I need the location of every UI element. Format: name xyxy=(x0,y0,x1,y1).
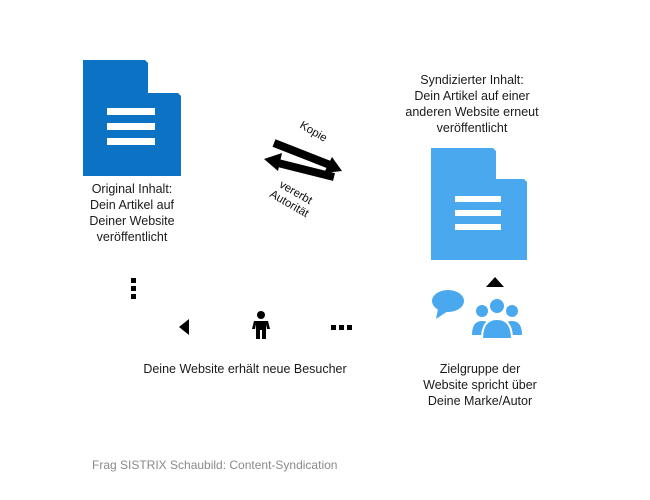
vertical-dots-icon xyxy=(131,278,137,300)
audience-group-icon xyxy=(432,289,524,339)
left-arrow-icon xyxy=(179,319,189,335)
syndicated-document-icon xyxy=(431,148,527,260)
authority-arrow-icon xyxy=(264,153,335,181)
original-content-label: Original Inhalt: Dein Artikel auf Deiner… xyxy=(89,182,175,244)
copy-arrow-icon xyxy=(272,139,342,173)
exchange-arrows xyxy=(258,135,348,205)
speech-bubble-icon xyxy=(432,290,464,319)
horizontal-dots-icon xyxy=(331,325,353,331)
diagram-caption: Frag SISTRIX Schaubild: Content-Syndicat… xyxy=(92,458,338,472)
audience-label: Zielgruppe der Website spricht über Dein… xyxy=(423,362,537,408)
up-arrow-icon xyxy=(486,277,504,287)
original-document-icon xyxy=(83,60,181,176)
person-icon xyxy=(251,311,271,339)
syndicated-content-label: Syndizierter Inhalt: Dein Artikel auf ei… xyxy=(405,73,539,135)
visitors-label: Deine Website erhält neue Besucher xyxy=(143,362,347,376)
